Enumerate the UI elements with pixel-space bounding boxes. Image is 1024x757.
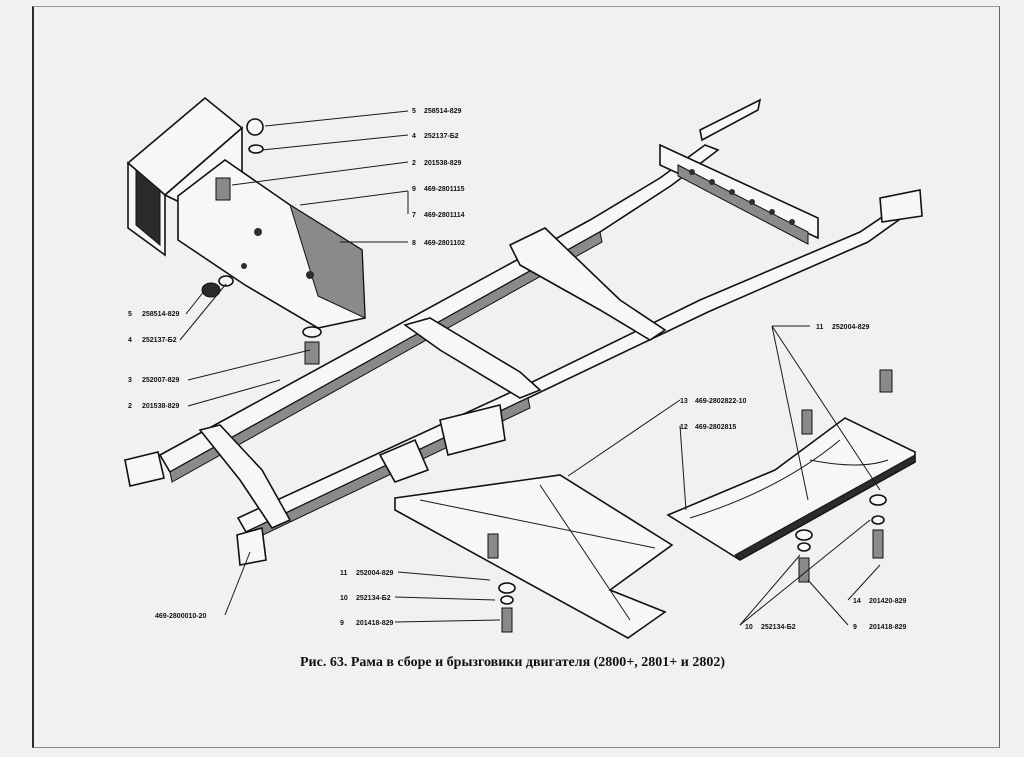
page-border (32, 6, 1000, 748)
svg-text:5: 5 (412, 108, 416, 115)
callout-5-upper: 5 258514-829 (412, 108, 461, 115)
frame-front-bumper-brackets (124, 404, 506, 566)
callout-11-right: 11 252004-829 (816, 324, 869, 331)
frame-middle-crossmembers (198, 227, 667, 530)
svg-text:2: 2 (128, 403, 132, 410)
svg-text:469-2801114: 469-2801114 (424, 212, 465, 219)
callout-2-upper: 2 201538-829 (412, 160, 461, 167)
svg-text:201418-829: 201418-829 (869, 624, 906, 631)
callout-4-lower: 4 252137-Б2 (128, 337, 177, 344)
svg-text:201418-829: 201418-829 (356, 620, 393, 627)
svg-text:252007-829: 252007-829 (142, 377, 179, 384)
callout-8-upper: 8 469-2801102 (412, 240, 465, 247)
callout-frame-assembly: 469-2800010-20 (155, 613, 206, 620)
shield-fasteners (498, 494, 887, 633)
callout-9-left: 9 201418-829 (340, 620, 393, 627)
callout-13: 13 469-2802822-10 (680, 398, 746, 405)
svg-text:9: 9 (340, 620, 344, 627)
callout-2-lower: 2 201538-829 (128, 403, 179, 410)
svg-text:469-2802815: 469-2802815 (695, 424, 736, 431)
engine-mount-bracket (177, 159, 366, 329)
frame-rear-crossmember (659, 98, 923, 245)
svg-text:9: 9 (853, 624, 857, 631)
svg-text:469-2802822-10: 469-2802822-10 (695, 398, 746, 405)
svg-text:14: 14 (853, 598, 861, 605)
svg-text:252134-Б2: 252134-Б2 (761, 624, 796, 631)
svg-text:469-2801102: 469-2801102 (424, 240, 465, 247)
svg-text:10: 10 (340, 595, 348, 602)
callout-5-lower: 5 258514-829 (128, 311, 179, 318)
svg-text:201420-829: 201420-829 (869, 598, 906, 605)
svg-text:11: 11 (816, 324, 824, 331)
svg-text:12: 12 (680, 424, 688, 431)
svg-text:258514-829: 258514-829 (142, 311, 179, 318)
svg-text:469-2801115: 469-2801115 (424, 186, 465, 193)
svg-text:11: 11 (340, 570, 348, 577)
svg-text:258514-829: 258514-829 (424, 108, 461, 115)
svg-text:10: 10 (745, 624, 753, 631)
callout-4-upper: 4 252137-Б2 (412, 133, 459, 140)
callout-9-right: 9 201418-829 (853, 624, 906, 631)
callout-11-left: 11 252004-829 (340, 570, 393, 577)
figure-caption: Рис. 63. Рама в сборе и брызговики двига… (300, 655, 725, 670)
splash-shield-right (666, 369, 916, 561)
svg-text:469-2800010-20: 469-2800010-20 (155, 613, 206, 620)
callout-9-upper: 9 469-2801115 (412, 186, 465, 193)
svg-text:252004-829: 252004-829 (356, 570, 393, 577)
svg-text:9: 9 (412, 186, 416, 193)
svg-text:201538-829: 201538-829 (424, 160, 461, 167)
callout-10-left: 10 252134-Б2 (340, 595, 391, 602)
svg-text:4: 4 (128, 337, 132, 344)
callout-14: 14 201420-829 (853, 598, 906, 605)
svg-text:13: 13 (680, 398, 688, 405)
svg-text:252004-829: 252004-829 (832, 324, 869, 331)
mount-fasteners (201, 118, 322, 365)
svg-text:201538-829: 201538-829 (142, 403, 179, 410)
leader-lines (179, 110, 881, 626)
svg-text:2: 2 (412, 160, 416, 167)
svg-text:252137-Б2: 252137-Б2 (424, 133, 459, 140)
svg-text:252134-Б2: 252134-Б2 (356, 595, 391, 602)
svg-text:4: 4 (412, 133, 416, 140)
frame-left-rail (158, 144, 720, 483)
svg-text:252137-Б2: 252137-Б2 (142, 337, 177, 344)
svg-text:8: 8 (412, 240, 416, 247)
svg-text:3: 3 (128, 377, 132, 384)
splash-shield-left (394, 474, 674, 639)
callout-7-upper: 7 469-2801114 (412, 212, 465, 219)
callout-3: 3 252007-829 (128, 377, 179, 384)
svg-text:5: 5 (128, 311, 132, 318)
callout-12: 12 469-2802815 (680, 424, 736, 431)
callout-10-right: 10 252134-Б2 (745, 624, 796, 631)
svg-text:7: 7 (412, 212, 416, 219)
